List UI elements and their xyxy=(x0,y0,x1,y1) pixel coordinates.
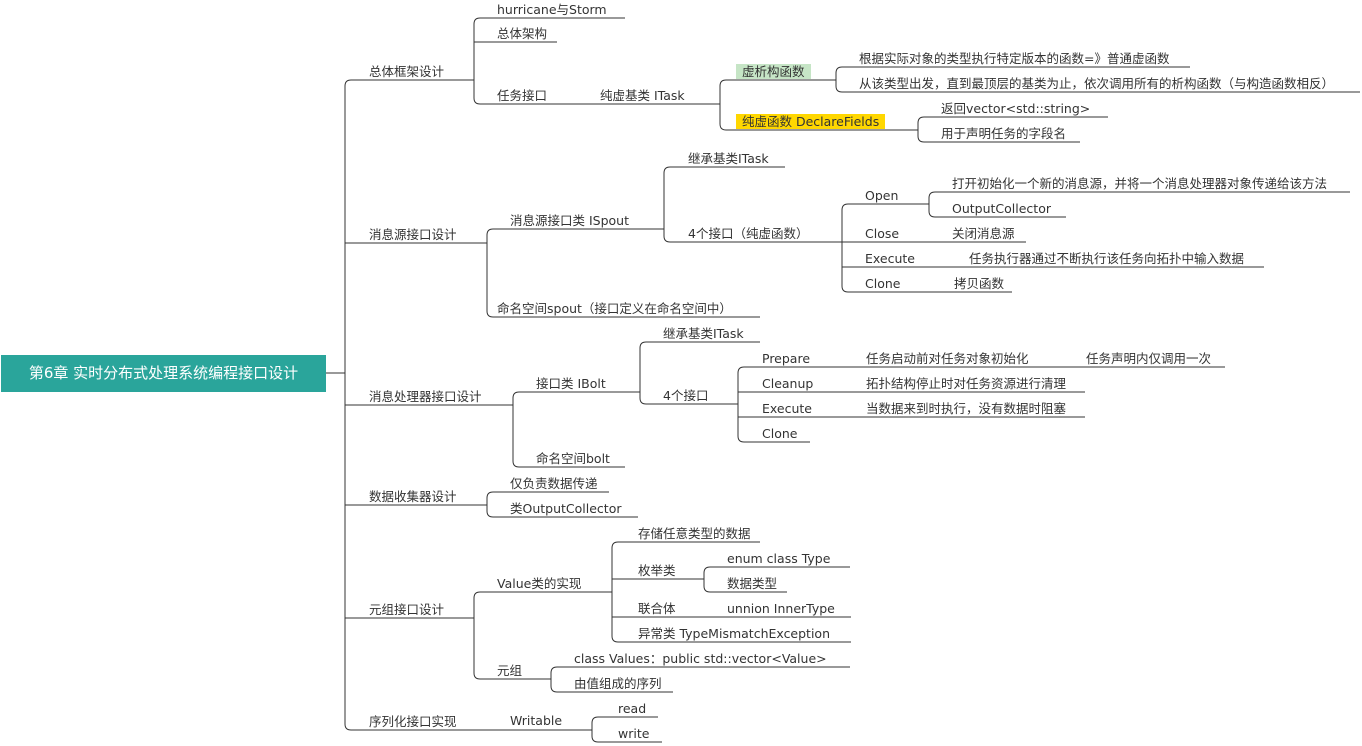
topic-execute-desc[interactable]: 任务执行器通过不断执行该任务向拓扑中输入数据 xyxy=(969,251,1245,266)
topic-declare-fields[interactable]: 纯虚函数 DeclareFields xyxy=(736,114,886,130)
topic-clone-desc[interactable]: 拷贝函数 xyxy=(954,276,1005,291)
n5-branch-0 xyxy=(473,591,612,599)
topic-tuple-interface[interactable]: 元组接口设计 xyxy=(369,602,445,617)
n5_1-branch-3 xyxy=(611,635,851,643)
topic-bolt-interface[interactable]: 消息处理器接口设计 xyxy=(369,389,482,404)
topic-overall-framework[interactable]: 总体框架设计 xyxy=(369,64,445,79)
n3-branch-1 xyxy=(512,460,625,468)
topic-declare-field-names[interactable]: 用于声明任务的字段名 xyxy=(941,126,1067,141)
n5_1-branch-0 xyxy=(611,541,760,549)
topic-spout-namespace[interactable]: 命名空间spout（接口定义在命名空间中） xyxy=(497,301,732,316)
n1_3_1_a-branch-0 xyxy=(835,66,1190,74)
n5_2-branch-1 xyxy=(550,685,673,693)
n2-branch-0 xyxy=(486,228,664,236)
n1_3_1_a-branch-1 xyxy=(835,85,1360,93)
topic-class-values[interactable]: class Values：public std::vector<Value> xyxy=(574,651,827,666)
topic-collector[interactable]: 数据收集器设计 xyxy=(369,489,457,504)
n6_1-branch-0 xyxy=(591,716,658,724)
topic-value-class[interactable]: Value类的实现 xyxy=(497,576,582,591)
n1_3_1-branch-0 xyxy=(719,79,818,87)
topic-return-vector[interactable]: 返回vector<std::string> xyxy=(941,101,1091,116)
topic-bolt-inherit[interactable]: 继承基类ITask xyxy=(663,326,744,341)
topic-type-mismatch[interactable]: 异常类 TypeMismatchException xyxy=(638,626,831,641)
topic-overall-architecture[interactable]: 总体架构 xyxy=(497,26,548,41)
n2-branch-1 xyxy=(486,310,760,318)
n2_1-branch-0 xyxy=(663,166,785,174)
n3_1_b-branch-0 xyxy=(737,366,1225,374)
topic-bolt-clone[interactable]: Clone xyxy=(762,426,798,441)
topic-tuple[interactable]: 元组 xyxy=(497,663,523,678)
root-branch-0 xyxy=(344,79,460,87)
topic-store-any-type[interactable]: 存储任意类型的数据 xyxy=(638,526,751,541)
topic-cleanup-desc[interactable]: 拓扑结构停止时对任务资源进行清理 xyxy=(866,376,1067,391)
n1_3_1_b-branch-1 xyxy=(917,135,1080,143)
topic-ibolt[interactable]: 接口类 IBolt xyxy=(536,376,606,391)
n1_3_1_b-branch-0 xyxy=(917,116,1108,124)
n5_2-branch-0 xyxy=(550,666,850,674)
n5_1_b-branch-1 xyxy=(703,585,787,593)
topic-inner-type[interactable]: unnion InnerType xyxy=(727,601,835,616)
topic-data-type[interactable]: 数据类型 xyxy=(727,576,778,591)
n2_1_b-branch-0 xyxy=(841,203,929,211)
n2_1_b1-branch-0 xyxy=(928,191,1350,199)
topic-virtual-destructor[interactable]: 虚析构函数 xyxy=(736,64,811,80)
root-topic[interactable]: 第6章 实时分布式处理系统编程接口设计 xyxy=(1,355,326,392)
topic-bolt-cleanup[interactable]: Cleanup xyxy=(762,376,814,391)
n6_1-branch-1 xyxy=(591,735,662,743)
topic-spout-four-interfaces[interactable]: 4个接口（纯虚函数） xyxy=(688,226,809,241)
topic-spout-execute[interactable]: Execute xyxy=(865,251,915,266)
topic-bolt-execute-desc[interactable]: 当数据来到时执行，没有数据时阻塞 xyxy=(866,401,1067,416)
topic-open-collector[interactable]: OutputCollector xyxy=(952,201,1051,216)
topic-bolt-execute[interactable]: Execute xyxy=(762,401,812,416)
topic-write[interactable]: write xyxy=(618,726,650,741)
topic-bolt-prepare[interactable]: Prepare xyxy=(762,351,811,366)
topic-itask-base[interactable]: 纯虚基类 ITask xyxy=(600,88,685,103)
n2_1-branch-1 xyxy=(663,235,842,243)
n3_1-branch-0 xyxy=(639,341,760,349)
topic-spout-close[interactable]: Close xyxy=(865,226,900,241)
topic-task-interface[interactable]: 任务接口 xyxy=(497,88,548,103)
topic-spout-clone[interactable]: Clone xyxy=(865,276,901,291)
topic-prepare-once[interactable]: 任务声明内仅调用一次 xyxy=(1086,351,1212,366)
topic-bolt-namespace[interactable]: 命名空间bolt xyxy=(536,451,610,466)
n1_3_1-branch-1 xyxy=(719,123,898,131)
topic-hurricane-storm[interactable]: hurricane与Storm xyxy=(497,2,607,17)
highlight-yellow-tag: 纯虚函数 DeclareFields xyxy=(736,114,886,129)
topic-data-transfer[interactable]: 仅负责数据传递 xyxy=(510,476,598,491)
topic-read[interactable]: read xyxy=(618,701,647,716)
topic-close-desc[interactable]: 关闭消息源 xyxy=(952,226,1015,241)
topic-serialization[interactable]: 序列化接口实现 xyxy=(369,714,457,729)
topic-enum-type[interactable]: enum class Type xyxy=(727,551,831,566)
n3_1_b-branch-3 xyxy=(737,435,810,443)
n2_1_b-branch-3 xyxy=(841,285,929,293)
n3-branch-0 xyxy=(512,391,640,399)
topic-spout-interface[interactable]: 消息源接口设计 xyxy=(369,227,457,242)
topic-spout-open[interactable]: Open xyxy=(865,188,899,203)
root-branch-5 xyxy=(344,723,468,731)
topic-destructor-order[interactable]: 从该类型出发，直到最顶层的基类为止，依次调用所有的析构函数（与构造函数相反） xyxy=(859,76,1335,91)
topic-ispout[interactable]: 消息源接口类 ISpout xyxy=(510,213,630,228)
topic-open-desc[interactable]: 打开初始化一个新的消息源，并将一个消息处理器对象传递给该方法 xyxy=(952,176,1328,191)
n5-branch-1 xyxy=(473,672,551,680)
topic-value-sequence[interactable]: 由值组成的序列 xyxy=(574,676,662,691)
topic-union[interactable]: 联合体 xyxy=(638,601,676,616)
topic-output-collector-class[interactable]: 类OutputCollector xyxy=(510,501,622,516)
highlight-green-tag: 虚析构函数 xyxy=(736,64,811,79)
topic-bolt-four-interfaces[interactable]: 4个接口 xyxy=(663,388,709,403)
topic-writable[interactable]: Writable xyxy=(510,713,563,728)
topic-prepare-desc[interactable]: 任务启动前对任务对象初始化 xyxy=(866,351,1029,366)
n5_1_b-branch-0 xyxy=(703,566,850,574)
n2_1_b1-branch-1 xyxy=(928,210,1066,218)
topic-spout-inherit[interactable]: 继承基类ITask xyxy=(688,151,769,166)
topic-enum-class[interactable]: 枚举类 xyxy=(638,563,676,578)
n1-branch-0 xyxy=(473,17,625,25)
topic-virtual-dispatch[interactable]: 根据实际对象的类型执行特定版本的函数=》普通虚函数 xyxy=(859,51,1170,66)
n4-branch-0 xyxy=(486,491,609,499)
n4-branch-1 xyxy=(486,510,638,518)
n3_1-branch-1 xyxy=(639,397,738,405)
n1-branch-2 xyxy=(473,97,600,105)
